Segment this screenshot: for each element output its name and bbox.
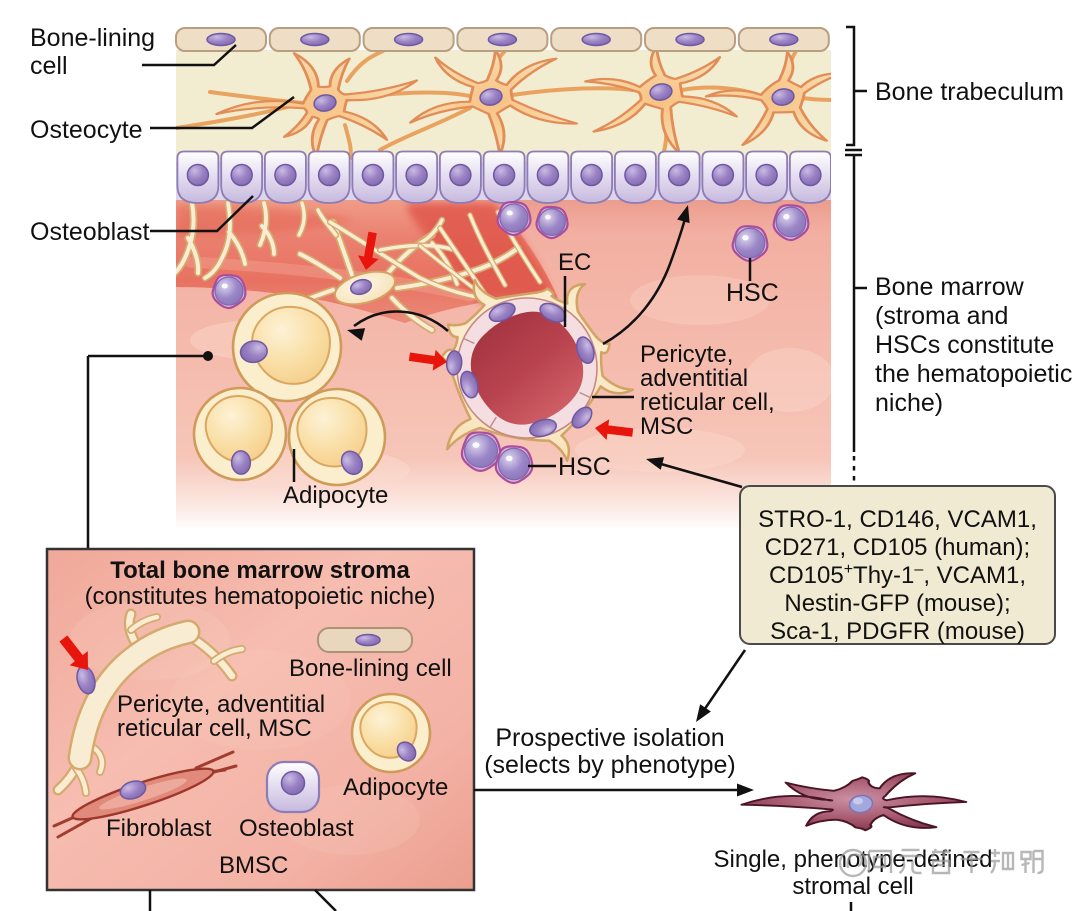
svg-text:CD105+Thy-1–, VCAM1,: CD105+Thy-1–, VCAM1,: [769, 561, 1026, 589]
svg-text:Pericyte,: Pericyte,: [640, 341, 733, 368]
svg-text:CD271, CD105 (human);: CD271, CD105 (human);: [765, 534, 1030, 561]
svg-text:Fibroblast: Fibroblast: [106, 815, 212, 842]
svg-text:HSC: HSC: [558, 453, 611, 481]
svg-text:Bone trabeculum: Bone trabeculum: [875, 78, 1064, 106]
svg-text:Osteoblast: Osteoblast: [239, 815, 354, 842]
svg-text:(selects by phenotype): (selects by phenotype): [484, 751, 736, 779]
svg-text:BMSC: BMSC: [219, 852, 288, 879]
svg-text:reticular cell, MSC: reticular cell, MSC: [117, 715, 312, 742]
svg-text:Bone marrow: Bone marrow: [875, 273, 1025, 301]
svg-text:cell: cell: [30, 52, 68, 80]
svg-text:HSC: HSC: [726, 279, 779, 307]
svg-text:Bone-lining cell: Bone-lining cell: [289, 655, 452, 682]
svg-text:Adipocyte: Adipocyte: [343, 774, 448, 801]
svg-text:stromal cell: stromal cell: [792, 873, 913, 900]
svg-text:(stroma and: (stroma and: [875, 302, 1008, 330]
svg-text:adventitial: adventitial: [640, 365, 748, 392]
svg-text:Osteocyte: Osteocyte: [30, 116, 143, 144]
svg-text:HSCs constitute: HSCs constitute: [875, 331, 1054, 359]
svg-text:Sca-1, PDGFR (mouse): Sca-1, PDGFR (mouse): [770, 618, 1025, 645]
svg-text:STRO-1, CD146, VCAM1,: STRO-1, CD146, VCAM1,: [758, 506, 1037, 533]
svg-text:Osteoblast: Osteoblast: [30, 218, 150, 246]
svg-text:Pericyte, adventitial: Pericyte, adventitial: [117, 691, 325, 718]
svg-text:(constitutes hematopoietic nic: (constitutes hematopoietic niche): [85, 583, 436, 610]
svg-text:Prospective isolation: Prospective isolation: [495, 724, 724, 752]
svg-text:Nestin-GFP (mouse);: Nestin-GFP (mouse);: [784, 590, 1010, 617]
svg-text:EC: EC: [558, 249, 591, 276]
svg-text:MSC: MSC: [640, 413, 693, 440]
svg-text:the hematopoietic: the hematopoietic: [875, 360, 1072, 388]
svg-text:Bone-lining: Bone-lining: [30, 24, 155, 52]
svg-text:Total bone marrow stroma: Total bone marrow stroma: [110, 557, 410, 584]
svg-text:Adipocyte: Adipocyte: [283, 482, 388, 509]
svg-text:niche): niche): [875, 389, 943, 417]
svg-text:reticular cell,: reticular cell,: [640, 389, 775, 416]
